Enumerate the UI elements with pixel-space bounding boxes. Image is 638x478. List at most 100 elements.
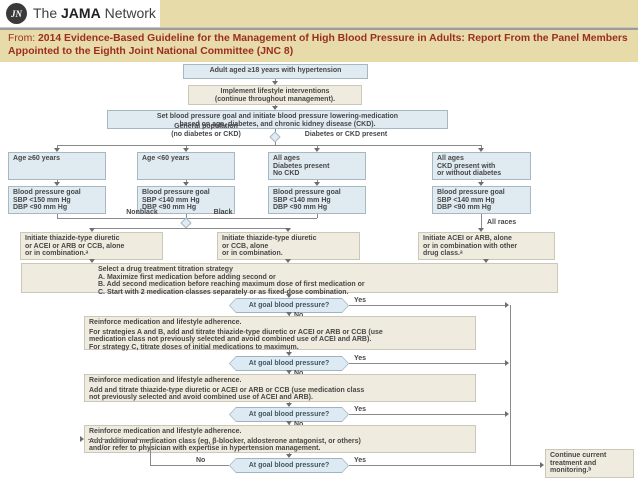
node-text: Age <60 years: [142, 155, 190, 162]
connector: [275, 79, 276, 82]
node-goal-140-90-a: Blood pressure goal SBP <140 mm Hg DBP <…: [137, 186, 235, 214]
node-text: Initiate ACEI or ARB, alone: [423, 235, 512, 242]
node-text: (continue throughout management).: [214, 95, 336, 103]
node-text: Reinforce medication and lifestyle adher…: [89, 319, 242, 326]
node-text: DBP <90 mm Hg: [13, 204, 68, 211]
connector: [186, 145, 187, 148]
jama-logo-strip: JN The JAMA Network: [0, 0, 160, 27]
decision-text: At goal blood pressure?: [230, 357, 348, 370]
connector: [481, 145, 482, 148]
arrowhead-down: [183, 182, 189, 186]
node-text: Blood pressure goal: [142, 189, 210, 196]
connector: [481, 214, 482, 228]
node-text: Implement lifestyle interventions: [220, 88, 330, 95]
node-text: SBP <140 mm Hg: [142, 196, 200, 204]
arrowhead-down: [285, 259, 291, 263]
node-initiate-black: Initiate thiazide-type diuretic or CCB, …: [217, 232, 360, 260]
decision-text: At goal blood pressure?: [230, 299, 348, 312]
node-age-ge-60: Age ≥60 years: [8, 152, 106, 180]
arrowhead-down: [483, 259, 489, 263]
node-text: or in combination.: [222, 250, 283, 257]
node-text: SBP <140 mm Hg: [437, 196, 495, 204]
arrowhead-down: [54, 182, 60, 186]
connector: [88, 439, 150, 440]
node-diabetes-no-ckd: All ages Diabetes present No CKD: [268, 152, 366, 180]
node-text: Reinforce medication and lifestyle adher…: [89, 377, 242, 384]
node-adult-hypertension: Adult aged ≥18 years with hypertension: [183, 64, 368, 79]
connector: [349, 363, 505, 364]
connector: [57, 180, 58, 182]
node-text: DBP <90 mm Hg: [142, 204, 197, 211]
connector: [186, 214, 187, 218]
node-text: monitoring.ᵇ: [550, 467, 592, 474]
node-ckd-present: All ages CKD present with or without dia…: [432, 152, 531, 180]
arrowhead-down: [286, 421, 292, 425]
connector: [150, 439, 151, 465]
label-no: No: [294, 312, 303, 320]
arrowhead-right: [540, 462, 544, 468]
arrowhead-down: [286, 403, 292, 407]
node-text: For strategies A and B, add and titrate …: [89, 328, 383, 336]
node-text: or ACEI or ARB or CCB, alone: [25, 242, 125, 250]
logo-network: Network: [100, 5, 156, 21]
header-divider: [0, 27, 638, 30]
node-text: C. Start with 2 medication classes separ…: [98, 288, 349, 296]
node-text: A. Maximize first medication before addi…: [98, 273, 276, 281]
node-age-lt-60: Age <60 years: [137, 152, 235, 180]
arrowhead-down: [478, 228, 484, 232]
connector: [57, 145, 481, 146]
node-text: SBP <150 mm Hg: [13, 196, 71, 204]
connector: [186, 180, 187, 182]
node-initiate-nonblack: Initiate thiazide-type diuretic or ACEI …: [20, 232, 163, 260]
arrowhead-down: [314, 182, 320, 186]
node-text: No CKD: [273, 170, 300, 177]
node-set-bp-goal: Set blood pressure goal and initiate blo…: [107, 110, 448, 129]
node-text: DBP <90 mm Hg: [437, 204, 492, 211]
node-text: B. Add second medication before reaching…: [98, 281, 365, 288]
node-text: Age ≥60 years: [13, 155, 61, 162]
arrowhead-down: [286, 454, 292, 458]
label-no: No: [294, 421, 303, 429]
connector: [57, 145, 58, 148]
jama-network-icon: JN: [6, 3, 27, 24]
node-text: Blood pressure goal: [437, 189, 505, 196]
node-reinforce-1: Reinforce medication and lifestyle adher…: [84, 316, 476, 351]
arrowhead-down: [286, 352, 292, 356]
node-text: Add additional medication class (eg, β-b…: [89, 437, 361, 445]
arrowhead-down: [314, 148, 320, 152]
jama-network-wordmark: The JAMA Network: [33, 5, 156, 21]
decision-at-goal-1: At goal blood pressure?: [229, 298, 349, 313]
node-text: Initiate thiazide-type diuretic: [25, 235, 120, 242]
label-yes: Yes: [354, 457, 367, 464]
connector: [349, 305, 505, 306]
label-general-population: General population (no diabetes or CKD): [145, 123, 267, 139]
node-text: Reinforce medication and lifestyle adher…: [89, 428, 242, 435]
node-text: Set blood pressure goal and initiate blo…: [156, 113, 399, 120]
node-text: DBP <90 mm Hg: [273, 204, 328, 211]
node-text: Blood pressure goal: [13, 189, 81, 196]
node-text: and/or refer to physician with expertise…: [89, 445, 321, 452]
figure-title: From: 2014 Evidence-Based Guideline for …: [8, 32, 632, 58]
decision-at-goal-3: At goal blood pressure?: [229, 407, 349, 422]
node-goal-140-90-b: Blood pressure goal SBP <140 mm Hg DBP <…: [268, 186, 366, 214]
node-text: Diabetes present: [273, 162, 330, 170]
node-text: treatment and: [550, 459, 597, 467]
arrowhead-down: [286, 312, 292, 316]
node-lifestyle-interventions: Implement lifestyle interventions (conti…: [188, 85, 362, 105]
arrowhead-down: [286, 294, 292, 298]
arrowhead-down: [89, 259, 95, 263]
connector: [317, 145, 318, 148]
logo-jama: JAMA: [61, 5, 101, 21]
label-yes: Yes: [354, 297, 367, 304]
arrowhead-down: [272, 81, 278, 85]
connector: [510, 305, 511, 465]
node-text: Adult aged ≥18 years with hypertension: [209, 67, 342, 74]
label-yes: Yes: [354, 406, 367, 413]
node-text: or in combination with other: [423, 242, 518, 250]
connector: [349, 465, 541, 466]
label-text: General population: [174, 123, 238, 130]
arrowhead-down: [478, 148, 484, 152]
arrowhead-down: [183, 148, 189, 152]
node-goal-140-90-c: Blood pressure goal SBP <140 mm Hg DBP <…: [432, 186, 531, 214]
